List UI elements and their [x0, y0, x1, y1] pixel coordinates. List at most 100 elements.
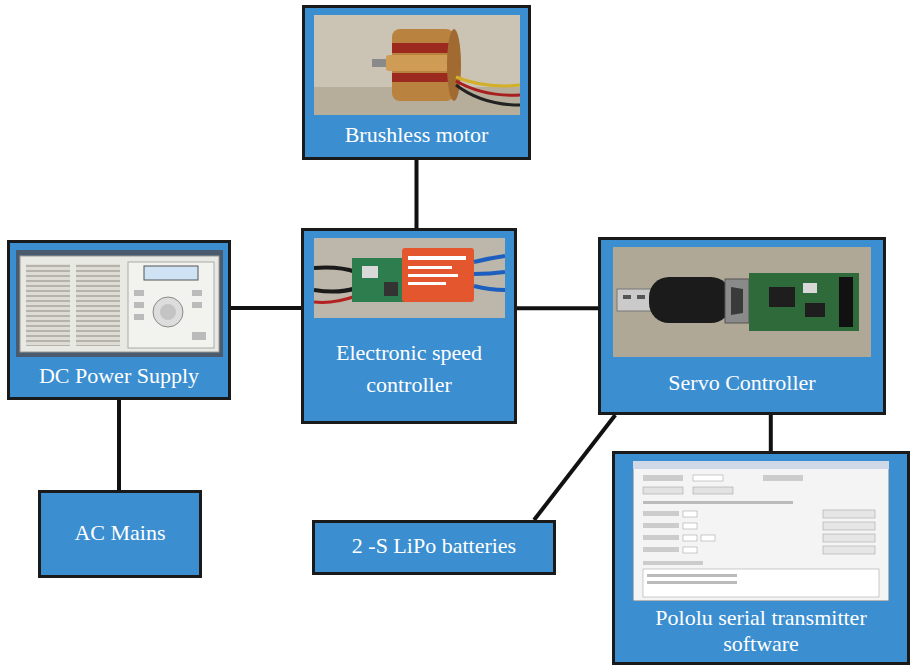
photo-part: [392, 73, 454, 82]
component-label: DC Power Supply: [39, 363, 199, 389]
photo-part: [643, 487, 683, 494]
source-box: AC Mains: [38, 490, 202, 578]
connector-line: [517, 306, 598, 310]
photo-part: [474, 256, 505, 262]
photo-part: [26, 264, 70, 346]
software-screenshot: [633, 461, 889, 601]
photo-part: [643, 569, 879, 597]
component-label: Servo Controller: [668, 370, 815, 396]
photo-part: [144, 266, 198, 280]
component-box: Brushless motor: [302, 5, 531, 160]
photo-part: [693, 487, 733, 494]
photo-part: [769, 287, 795, 307]
photo-part: [823, 546, 875, 554]
motor-photo: [314, 15, 520, 115]
photo-part: [314, 15, 520, 115]
photo-part: [683, 523, 697, 529]
photo-part: [392, 43, 454, 53]
power-supply-photo: [16, 250, 223, 357]
photo-part: [725, 279, 749, 323]
text-area: DC Power Supply: [10, 357, 228, 397]
text-area: Brushless motor: [305, 115, 528, 157]
photo-part: [643, 561, 703, 565]
photo-part: [134, 290, 144, 296]
photo-part: [613, 247, 871, 357]
text-area: Servo Controller: [601, 357, 883, 412]
photo-part: [192, 290, 202, 296]
connector-line: [769, 415, 773, 451]
photo-part: [16, 250, 223, 357]
photo-part: [76, 264, 120, 346]
component-label: Pololu serial transmitter software: [625, 605, 897, 656]
component-label: Brushless motor: [345, 122, 489, 148]
photo-part: [617, 289, 653, 311]
speed-controller-photo: [314, 238, 505, 318]
photo-part: [763, 475, 803, 481]
photo-part: [153, 297, 183, 327]
photo-part: [314, 288, 356, 292]
photo-part: [683, 535, 697, 541]
photo-part: [362, 266, 378, 278]
photo-part: [192, 332, 206, 340]
connector-line: [117, 400, 121, 490]
component-box: DC Power Supply: [7, 240, 231, 400]
connector-line: [534, 415, 615, 520]
photo-part: [805, 303, 825, 317]
photo-part: [447, 29, 461, 101]
photo-part: [649, 277, 731, 323]
photo-part: [643, 547, 679, 552]
photo-part: [160, 304, 176, 320]
photo-part: [643, 475, 683, 481]
photo-part: [839, 277, 853, 327]
text-area: AC Mains: [41, 493, 199, 575]
photo-part: [474, 286, 505, 290]
photo-part: [683, 511, 697, 517]
photo-part: [633, 461, 889, 469]
photo-part: [823, 534, 875, 542]
photo-part: [647, 581, 737, 584]
photo-part: [643, 523, 679, 528]
photo-part: [20, 256, 219, 352]
component-label: Electronic speed controller: [314, 337, 504, 401]
photo-part: [647, 574, 737, 577]
photo-part: [693, 475, 723, 481]
component-box: Servo Controller: [598, 237, 886, 415]
text-area: Electronic speed controller: [304, 318, 514, 421]
photo-part: [623, 295, 631, 299]
photo-part: [643, 511, 679, 516]
photo-part: [314, 268, 356, 273]
photo-part: [384, 282, 398, 296]
text-area: 2 -S LiPo batteries: [315, 523, 553, 572]
photo-part: [192, 302, 202, 308]
text-area: Pololu serial transmitter software: [615, 601, 907, 662]
photo-part: [474, 272, 505, 274]
photo-part: [731, 287, 743, 315]
photo-part: [643, 501, 793, 504]
photo-part: [749, 273, 859, 331]
photo-part: [637, 295, 645, 299]
source-box: 2 -S LiPo batteries: [312, 520, 556, 575]
photo-part: [408, 266, 452, 269]
photo-part: [633, 461, 889, 601]
software-box: Pololu serial transmitter software: [612, 451, 910, 665]
photo-part: [128, 262, 214, 348]
photo-part: [134, 314, 144, 320]
photo-part: [76, 264, 120, 346]
photo-part: [402, 248, 474, 302]
photo-part: [26, 264, 70, 346]
photo-part: [456, 85, 520, 105]
photo-part: [701, 535, 715, 541]
photo-part: [314, 296, 356, 302]
photo-part: [643, 535, 679, 540]
photo-part: [408, 256, 466, 260]
photo-part: [408, 282, 446, 285]
photo-part: [823, 522, 875, 530]
servo-controller-photo: [613, 247, 871, 357]
component-label: 2 -S LiPo batteries: [352, 533, 516, 559]
connector-line: [415, 160, 419, 228]
component-box: Electronic speed controller: [301, 228, 517, 424]
photo-part: [803, 283, 817, 293]
photo-part: [408, 274, 458, 277]
